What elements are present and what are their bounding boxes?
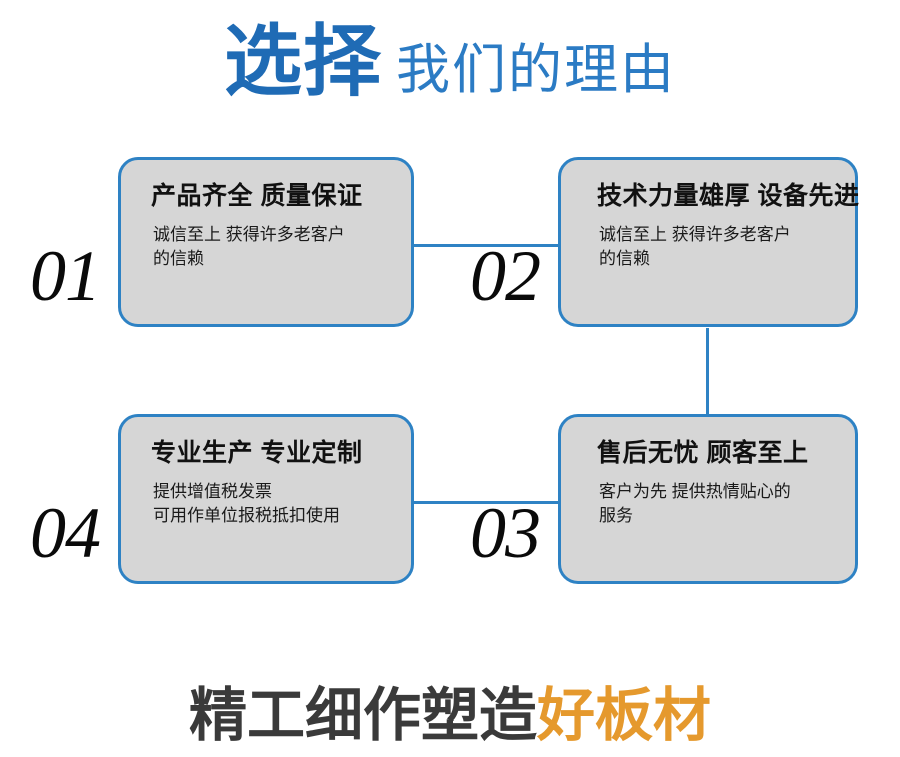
feature-card-01-title: 产品齐全 质量保证 [151,182,363,210]
card-number-01: 01 [30,236,101,316]
footer-slogan: 精工细作塑造好板材 [0,668,900,752]
footer-slogan-accent: 好板材 [537,683,712,748]
feature-card-03[interactable]: 售后无忧 顾客至上 客户为先 提供热情贴心的 服务 [558,414,858,584]
connector-card4-card3 [412,501,560,504]
feature-card-02-desc: 诚信至上 获得许多老客户 的信赖 [599,223,833,272]
feature-card-01-desc-line-2: 的信赖 [153,249,204,269]
page-title: 选择我们的理由 [0,22,900,100]
feature-card-03-desc-line-1: 客户为先 提供热情贴心的 [599,481,791,501]
feature-card-02-title: 技术力量雄厚 设备先进 [597,182,860,210]
feature-card-01[interactable]: 产品齐全 质量保证 诚信至上 获得许多老客户 的信赖 [118,157,414,327]
connector-card2-card3 [706,328,709,416]
footer-slogan-dark: 精工细作塑造 [188,683,537,748]
feature-card-04-title: 专业生产 专业定制 [151,439,363,467]
page-title-strong: 选择 [223,17,382,105]
feature-card-04[interactable]: 专业生产 专业定制 提供增值税发票 可用作单位报税抵扣使用 [118,414,414,584]
feature-card-04-desc-line-2: 可用作单位报税抵扣使用 [153,506,340,526]
page-title-light: 我们的理由 [396,40,676,100]
feature-card-02[interactable]: 技术力量雄厚 设备先进 诚信至上 获得许多老客户 的信赖 [558,157,860,327]
feature-card-03-desc-line-2: 服务 [599,506,633,526]
feature-card-02-desc-line-2: 的信赖 [599,249,650,269]
feature-card-01-desc-line-1: 诚信至上 获得许多老客户 [153,224,345,244]
card-number-03: 03 [470,493,541,573]
card-number-04: 04 [30,493,101,573]
feature-card-03-desc: 客户为先 提供热情贴心的 服务 [599,480,833,529]
feature-card-03-title: 售后无忧 顾客至上 [597,439,809,467]
feature-card-02-desc-line-1: 诚信至上 获得许多老客户 [599,224,791,244]
connector-card1-card2 [412,244,560,247]
feature-card-01-desc: 诚信至上 获得许多老客户 的信赖 [153,223,389,272]
card-number-02: 02 [470,236,541,316]
feature-card-04-desc-line-1: 提供增值税发票 [153,481,272,501]
feature-card-04-desc: 提供增值税发票 可用作单位报税抵扣使用 [153,480,389,529]
